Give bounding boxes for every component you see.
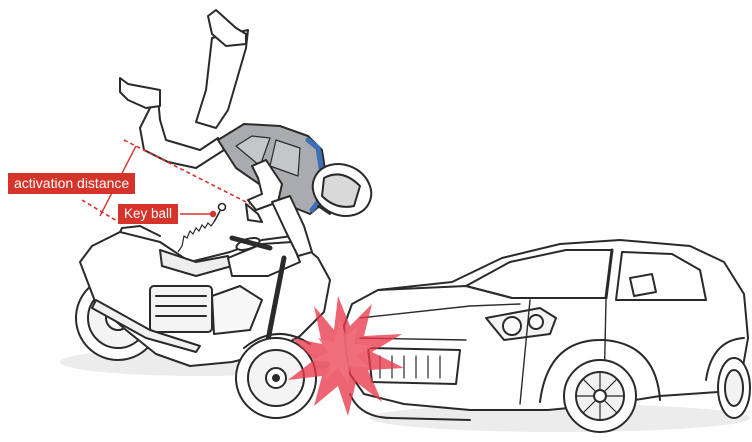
car-rear-wheel — [705, 337, 751, 419]
activation-distance-label: activation distance — [8, 173, 136, 194]
rider-boot-upper — [207, 9, 247, 47]
front-wheel — [235, 337, 317, 419]
rider-figure — [119, 9, 373, 257]
motorcycle — [75, 225, 331, 419]
key-ball-icon — [177, 202, 227, 253]
rider-boot-lower — [119, 77, 161, 109]
rider-arm-left — [247, 159, 283, 211]
rider-leg-upper — [195, 29, 249, 129]
impact-burst — [288, 296, 404, 416]
car-front-wheel — [539, 338, 661, 433]
engine — [149, 285, 263, 335]
car-headlight — [485, 307, 557, 341]
hatchback-car — [343, 239, 751, 433]
car-grille — [367, 347, 461, 385]
rider-helmet — [311, 163, 373, 217]
key-ball-pointer — [180, 210, 217, 218]
key-ball-label: Key ball — [118, 204, 179, 224]
rider-arm-right — [271, 195, 313, 257]
